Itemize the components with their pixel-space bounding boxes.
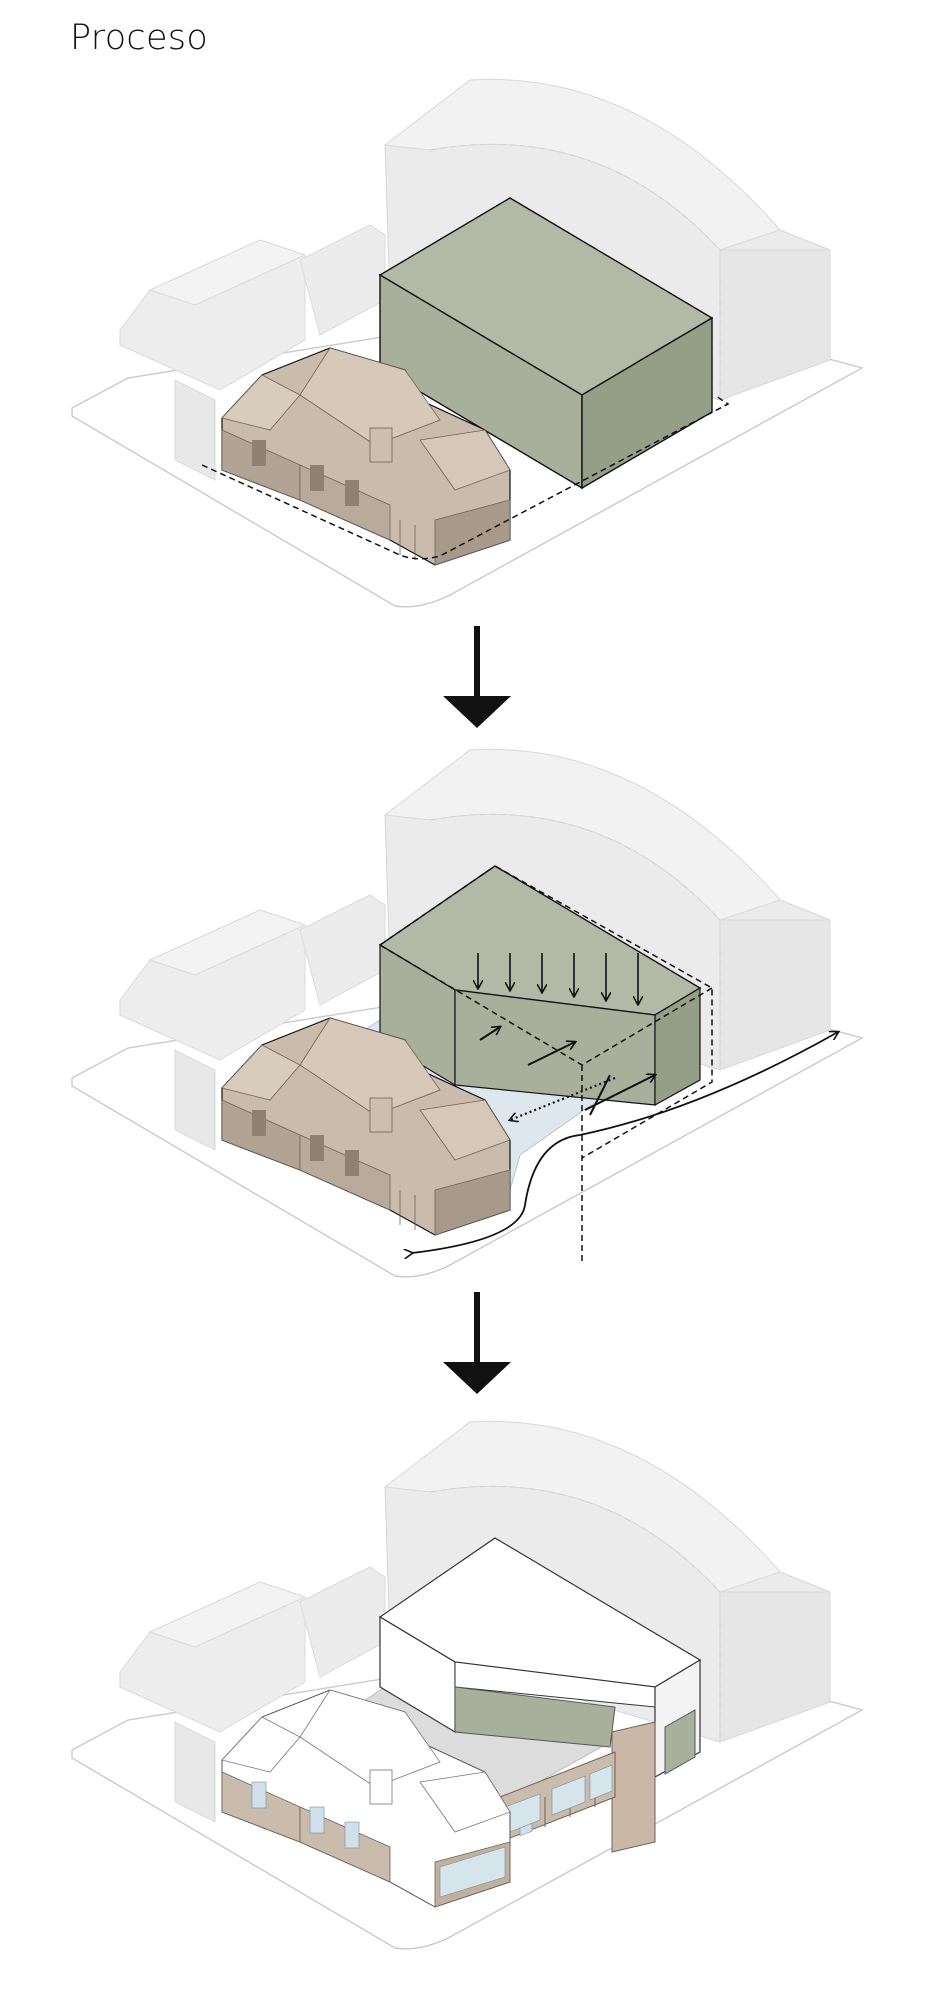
- buildable-envelope-volume: [378, 197, 714, 490]
- new-wing: [499, 1751, 616, 1843]
- stage-1-existing: [71, 78, 863, 608]
- circulation-path: [412, 1032, 838, 1253]
- new-volume: [378, 1537, 702, 1853]
- height-reduction-arrows: [478, 953, 638, 1004]
- stage-3-final: [71, 1420, 863, 1950]
- stage-arrow-2: [443, 1292, 511, 1394]
- stage-2-carving: [71, 748, 863, 1278]
- stage-arrow-1: [443, 626, 511, 728]
- page-title: Proceso: [70, 18, 209, 58]
- renovated-house: [221, 1689, 511, 1908]
